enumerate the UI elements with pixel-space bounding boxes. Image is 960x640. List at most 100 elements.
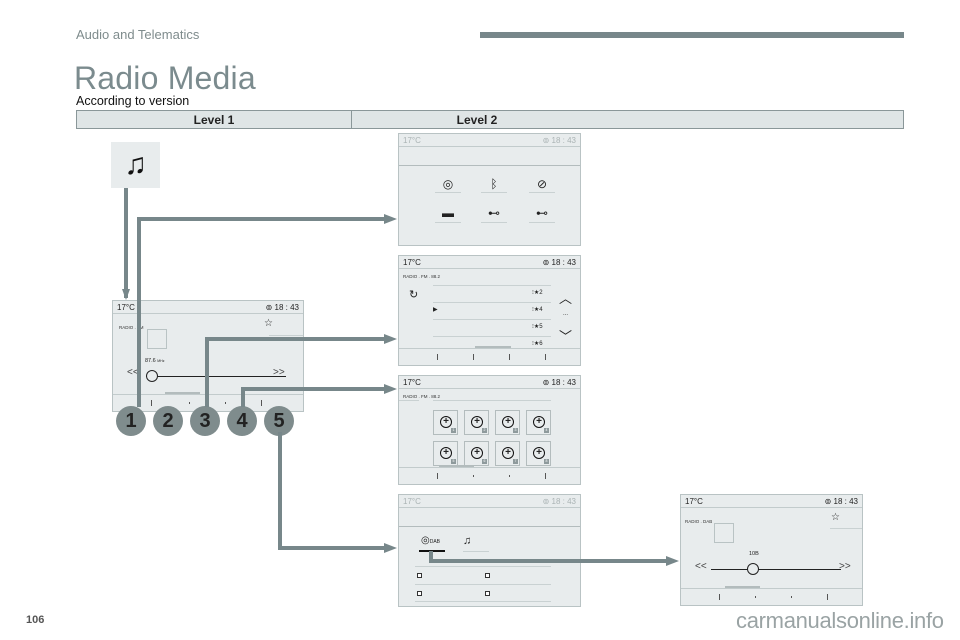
menu-button-2[interactable] (755, 596, 756, 598)
divider (399, 165, 580, 166)
level-1-label: Level 1 (77, 111, 352, 128)
preset-tile[interactable]: +2 (464, 410, 489, 435)
usb-icon[interactable]: ⊷ (536, 206, 548, 220)
seek-back-icon[interactable]: << (127, 367, 139, 378)
refresh-icon[interactable]: ↻ (409, 289, 419, 301)
menu-button-1[interactable] (719, 594, 720, 600)
clock-icon: ⊚ (542, 496, 550, 506)
usb-icon[interactable]: ⊷ (488, 206, 500, 220)
divider (463, 551, 489, 552)
tile-number: 1 (451, 428, 456, 433)
add-icon: + (440, 416, 452, 428)
preset-tile[interactable]: +7 (495, 441, 520, 466)
section-title: Audio and Telematics (76, 27, 200, 42)
page-title: Radio Media (74, 60, 256, 96)
preset-item[interactable]: ⁝★5 (532, 324, 543, 330)
checkbox[interactable] (417, 591, 422, 596)
menu-button-4[interactable] (545, 354, 546, 360)
music-note-icon: ♫ (124, 148, 147, 181)
preset-tile[interactable]: +6 (464, 441, 489, 466)
menu-button-3[interactable] (225, 402, 226, 404)
sources-screen: 17°C ⊚ 18 : 43 ◎ ᛒ ⊘ ▬ ⊷ ⊷ (398, 133, 581, 246)
music-settings-icon: ♫ (463, 535, 472, 547)
tuning-slider[interactable] (146, 376, 286, 377)
music-settings-tab[interactable]: ♫ (463, 535, 471, 547)
seek-back-icon[interactable]: << (695, 561, 707, 572)
add-icon: + (502, 447, 514, 459)
frequency-readout: 87.6 MHz (145, 358, 164, 364)
divider (433, 302, 551, 303)
preset-item[interactable]: ⁝★4 (532, 307, 543, 313)
preset-tile[interactable]: +3 (495, 410, 520, 435)
arrowhead (384, 543, 397, 553)
menu-button-3[interactable] (509, 475, 510, 477)
menu-button-4[interactable] (827, 594, 828, 600)
page-indicator (725, 586, 760, 588)
aux-jack-icon[interactable]: ▬ (442, 206, 454, 220)
preset-tile[interactable]: +4 (526, 410, 551, 435)
menu-button-2[interactable] (473, 354, 474, 360)
favorite-star-icon[interactable]: ☆ (831, 512, 840, 523)
frequency-unit: MHz (157, 359, 165, 363)
bottom-bar (399, 467, 580, 484)
bluetooth-icon[interactable]: ᛒ (490, 177, 498, 191)
temperature: 17°C (403, 377, 421, 387)
temperature: 17°C (117, 302, 135, 312)
tile-number: 6 (482, 459, 487, 464)
cd-icon[interactable]: ⊘ (536, 177, 548, 191)
level-header: Level 1 Level 2 (76, 110, 904, 129)
preset-tile[interactable]: +8 (526, 441, 551, 466)
tuning-knob[interactable] (146, 370, 158, 382)
time: 18 : 43 (551, 496, 576, 506)
divider (399, 526, 580, 527)
dab-tab[interactable]: ◎DAB (421, 535, 440, 546)
preset-item[interactable]: ⁝★6 (532, 341, 543, 347)
connector-dab (429, 559, 667, 563)
favorite-star-icon[interactable]: ☆ (264, 318, 273, 329)
preset-item[interactable]: ⁝★2 (532, 290, 543, 296)
tuning-knob[interactable] (747, 563, 759, 575)
menu-button-2[interactable] (473, 475, 474, 477)
channel-readout: 10B (749, 551, 759, 557)
menu-button-1[interactable] (151, 400, 152, 406)
connector-1 (137, 217, 385, 221)
checkbox[interactable] (485, 573, 490, 578)
scroll-down-icon[interactable]: ﹀ (559, 329, 573, 344)
radio-icon[interactable]: ◎ (442, 177, 454, 191)
preset-tile[interactable]: +5 (433, 441, 458, 466)
scroll-up-icon[interactable]: ︿ (559, 291, 573, 306)
clock-icon: ⊚ (265, 302, 273, 312)
tuning-slider[interactable] (711, 569, 841, 570)
menu-button-4[interactable] (545, 473, 546, 479)
temperature: 17°C (685, 496, 703, 506)
checkbox[interactable] (417, 573, 422, 578)
source-label: RADIO . FM . 88.2 (403, 274, 441, 279)
menu-button-4[interactable] (261, 400, 262, 406)
dab-label: DAB (429, 539, 441, 545)
music-button[interactable]: ♫ (111, 142, 160, 188)
connector-5 (278, 432, 282, 550)
divider (415, 601, 551, 602)
menu-button-3[interactable] (509, 354, 510, 360)
section-divider (480, 32, 904, 38)
radio-icon: ◎ (421, 535, 430, 546)
callout-3: 3 (190, 406, 220, 436)
preset-tile[interactable]: +1 (433, 410, 458, 435)
menu-button-3[interactable] (791, 596, 792, 598)
menu-button-1[interactable] (437, 354, 438, 360)
connector-4 (241, 387, 245, 407)
add-icon: + (440, 447, 452, 459)
time: 18 : 43 (833, 496, 858, 506)
checkbox[interactable] (485, 591, 490, 596)
temperature: 17°C (403, 135, 421, 145)
status-bar: 17°C ⊚ 18 : 43 (399, 256, 580, 269)
divider (433, 285, 551, 286)
page-indicator (439, 465, 474, 467)
time: 18 : 43 (551, 257, 576, 267)
seek-forward-icon[interactable]: >> (839, 561, 851, 572)
divider (529, 222, 555, 223)
menu-button-2[interactable] (189, 402, 190, 404)
menu-button-1[interactable] (437, 473, 438, 479)
divider (830, 528, 862, 529)
seek-forward-icon[interactable]: >> (273, 367, 285, 378)
